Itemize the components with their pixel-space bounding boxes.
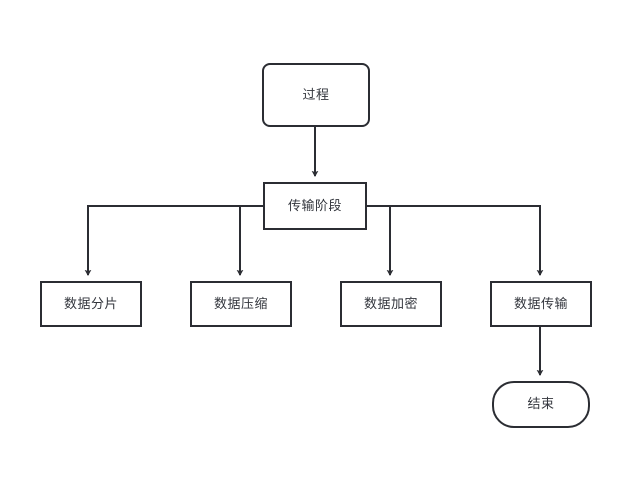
node-data-transmission-label: 数据传输 [513,296,568,312]
node-process-label: 过程 [302,87,330,103]
edge-transmission-stage-to-data-encryption [367,205,394,277]
node-data-sharding[interactable]: 数据分片 [40,281,142,327]
node-transmission-stage[interactable]: 传输阶段 [263,182,367,230]
node-end[interactable]: 结束 [492,381,590,428]
edge-transmission-stage-to-data-sharding [84,205,263,277]
node-data-encryption-label: 数据加密 [363,296,418,312]
node-transmission-stage-label: 传输阶段 [287,198,342,214]
node-end-label: 结束 [527,397,555,412]
node-data-encryption[interactable]: 数据加密 [340,281,442,327]
edge-transmission-stage-to-data-transmission [367,205,544,277]
node-data-compression-label: 数据压缩 [213,296,268,312]
node-data-sharding-label: 数据分片 [63,296,118,312]
edge-transmission-stage-to-data-compression [236,205,263,277]
node-data-compression[interactable]: 数据压缩 [190,281,292,327]
node-process[interactable]: 过程 [262,63,370,127]
node-data-transmission[interactable]: 数据传输 [490,281,592,327]
